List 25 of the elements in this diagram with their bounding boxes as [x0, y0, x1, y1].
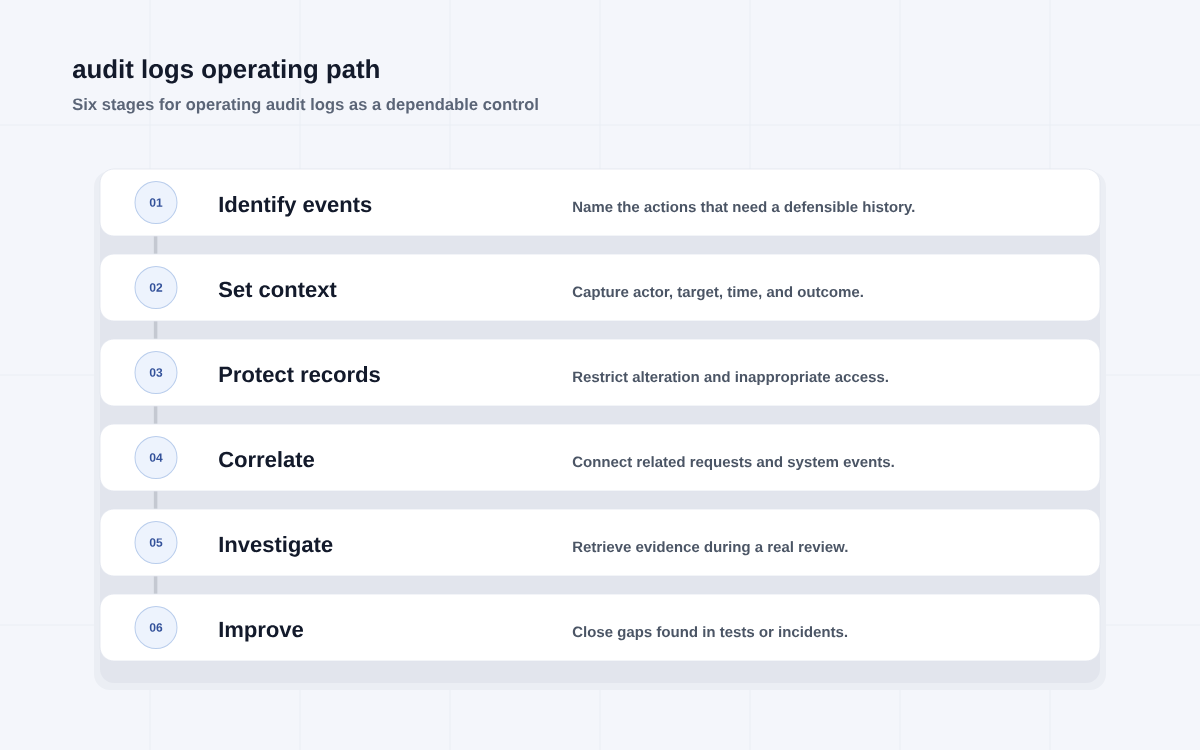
connector-line	[153, 576, 158, 594]
connector-line	[153, 321, 158, 339]
step-number-badge: 06	[134, 606, 178, 649]
step-number-badge: 02	[134, 266, 178, 309]
stage-heading: Improve	[219, 621, 304, 642]
stage-description: Capture actor, target, time, and outcome.	[572, 286, 863, 301]
subtitle: Six stages for operating audit logs as a dependable control	[72, 97, 538, 114]
stage-description: Connect related requests and system events.	[572, 456, 894, 471]
connector-line	[153, 406, 158, 424]
stage-description: Close gaps found in tests or incidents.	[572, 626, 848, 641]
step-number-badge: 04	[134, 436, 178, 479]
stage-heading: Correlate	[219, 451, 315, 468]
stage-heading: Investigate	[219, 536, 333, 557]
step-number-badge: 01	[134, 181, 178, 224]
connector-line	[153, 236, 158, 254]
stage-description: Name the actions that need a defensible history.	[573, 201, 915, 216]
connector-line	[153, 491, 158, 509]
stage-heading: Set context	[218, 281, 337, 298]
stage-heading: Identify events	[219, 196, 372, 217]
stage-heading: Protect records	[219, 366, 380, 383]
stage-description: Restrict alteration and inappropriate access.	[573, 371, 888, 386]
stage-description: Retrieve evidence during a real review.	[573, 541, 848, 556]
step-number-badge: 05	[134, 521, 178, 564]
step-number-badge: 03	[134, 351, 178, 394]
title: audit logs operating path	[72, 59, 379, 84]
